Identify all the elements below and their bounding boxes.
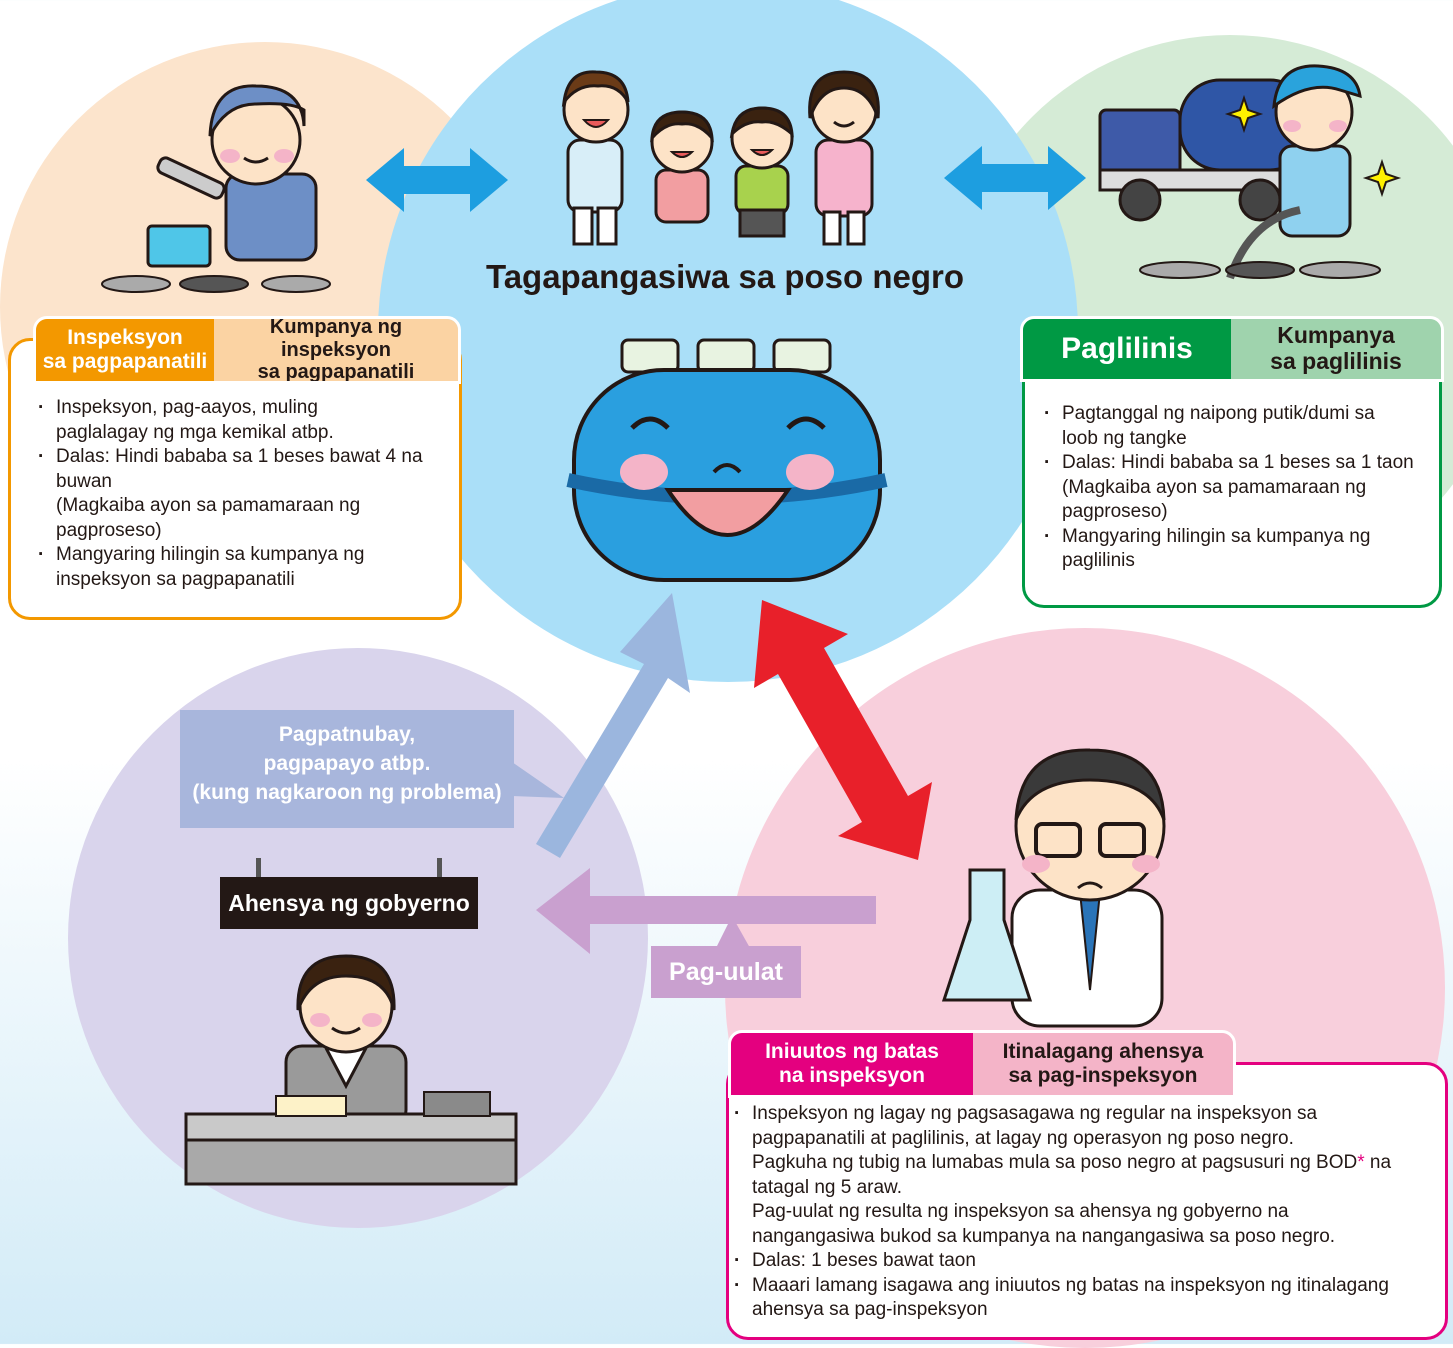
legal-header: Iniuutos ng batas na inspeksyon Itinalag… [728, 1030, 1236, 1098]
sign-post-right [437, 858, 442, 878]
maintenance-header-left: Inspeksyon sa pagpapanatili [36, 319, 214, 381]
cleaning-list: Pagtanggal ng naipong putik/dumi sa loob… [1038, 402, 1434, 574]
maintenance-worker-illustration [101, 84, 331, 293]
legal-list: Inspeksyon ng lagay ng pagsasagawa ng re… [728, 1102, 1440, 1323]
list-item: Dalas: Hindi bababa sa 1 beses sa 1 taon… [1038, 451, 1434, 525]
report-callout: Pag-uulat [651, 946, 801, 998]
guidance-arrow [536, 593, 690, 858]
government-sign: Ahensya ng gobyerno [220, 877, 478, 929]
cleaning-header-right: Kumpanya sa paglilinis [1231, 319, 1441, 379]
legal-header-right: Itinalagang ahensya sa pag-inspeksyon [973, 1033, 1233, 1095]
legal-item-1-rest: na tatagal ng 5 araw. Pag-uulat ng resul… [752, 1152, 1392, 1247]
guidance-callout: Pagpatnubay, pagpapayo atbp. (kung nagka… [180, 710, 514, 828]
list-item: Maaari lamang isagawa ang iniuutos ng ba… [728, 1274, 1440, 1323]
septic-tank-mascot [566, 338, 888, 582]
owner-inspection-arrow [754, 600, 932, 860]
owner-cleaning-arrow [944, 146, 1086, 210]
cleaning-header: Paglilinis Kumpanya sa paglilinis [1020, 316, 1444, 382]
legal-item-1-text: Inspeksyon ng lagay ng pagsasagawa ng re… [752, 1103, 1358, 1173]
sign-post-left [256, 858, 261, 878]
maintenance-header: Inspeksyon sa pagpapanatili Kumpanya ng … [33, 316, 461, 384]
cleaning-truck-illustration [1098, 64, 1402, 280]
inspector-illustration [941, 748, 1166, 1028]
government-officer-illustration [184, 954, 518, 1186]
maintenance-list: Inspeksyon, pag-aayos, muling paglalagay… [32, 396, 452, 592]
maintenance-owner-arrow [366, 148, 508, 212]
list-item: Inspeksyon, pag-aayos, muling paglalagay… [32, 396, 452, 445]
list-item: Mangyaring hilingin sa kumpanya ng pagli… [1038, 525, 1434, 574]
list-item: Pagtanggal ng naipong putik/dumi sa loob… [1038, 402, 1434, 451]
family-illustration [561, 70, 880, 246]
list-item: Dalas: Hindi bababa sa 1 beses bawat 4 n… [32, 445, 452, 543]
guidance-callout-tail [512, 762, 564, 798]
report-callout-tail [716, 916, 750, 948]
owner-title: Tagapangasiwa sa poso negro [485, 258, 964, 295]
cleaning-header-left: Paglilinis [1023, 319, 1231, 379]
list-item: Dalas: 1 beses bawat taon [728, 1249, 1440, 1274]
bod-asterisk: * [1357, 1152, 1365, 1173]
list-item: Inspeksyon ng lagay ng pagsasagawa ng re… [728, 1102, 1440, 1249]
maintenance-header-right: Kumpanya ng inspeksyon sa pagpapanatili [214, 319, 458, 381]
list-item: Mangyaring hilingin sa kumpanya ng inspe… [32, 543, 452, 592]
report-arrow [536, 868, 876, 954]
legal-header-left: Iniuutos ng batas na inspeksyon [731, 1033, 973, 1095]
